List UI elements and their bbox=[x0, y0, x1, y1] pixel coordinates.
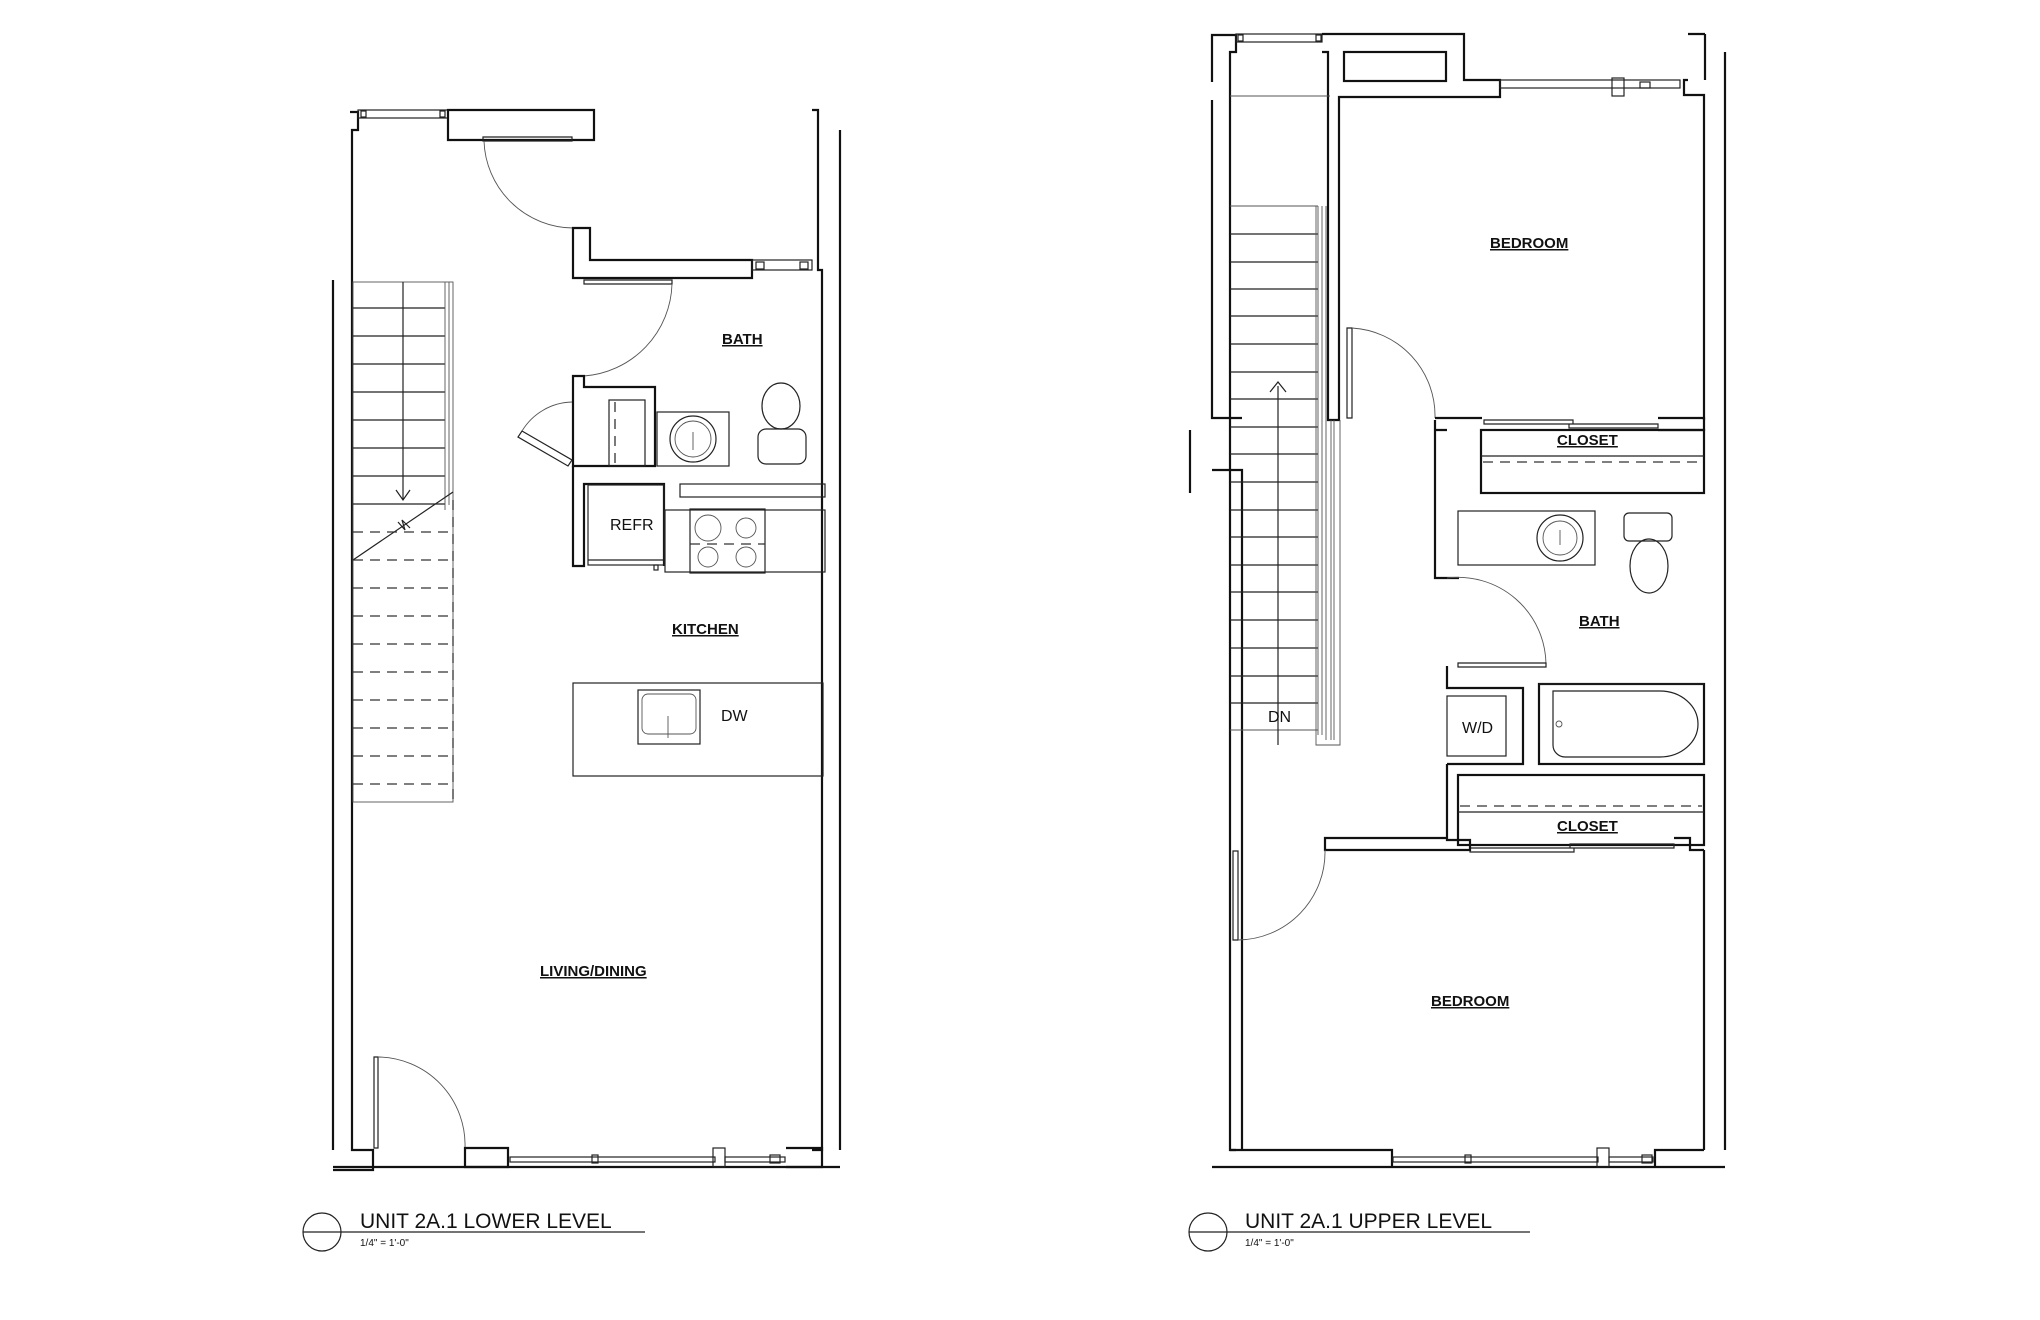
upper-cabinet bbox=[679, 483, 826, 498]
stair-lower bbox=[352, 281, 454, 803]
room-label-closet-bottom: CLOSET bbox=[1557, 818, 1618, 835]
window-top-left bbox=[357, 109, 449, 119]
bedroom-top-door-swing bbox=[1351, 327, 1436, 419]
kitchen-island: DW bbox=[572, 682, 824, 777]
wd-label: W/D bbox=[1462, 720, 1493, 737]
bedroom-bottom-north-wall bbox=[1323, 764, 1472, 852]
room-label-bath: BATH bbox=[722, 331, 763, 348]
bedroom-bottom-door-swing bbox=[1237, 849, 1326, 941]
top-wall-block bbox=[446, 108, 596, 142]
room-label-closet-top: CLOSET bbox=[1557, 432, 1618, 449]
upper-level-plan: W/D DN bbox=[1188, 32, 1727, 1252]
hvac-chase bbox=[1342, 50, 1448, 83]
lower-title-block: UNIT 2A.1 LOWER LEVEL 1/4" = 1'-0" bbox=[302, 1210, 645, 1252]
lower-level-scale: 1/4" = 1'-0" bbox=[360, 1238, 409, 1249]
laundry-wall bbox=[1445, 666, 1525, 766]
bath-upper-door-swing bbox=[1446, 576, 1547, 665]
bath-vanity bbox=[656, 411, 730, 467]
upper-right-wall bbox=[1682, 78, 1706, 420]
closet-top-sliding-doors bbox=[1483, 419, 1659, 429]
window-bedroom-top bbox=[1499, 77, 1681, 97]
refr-label: REFR bbox=[610, 517, 654, 534]
upper-left-outer-wall bbox=[1210, 100, 1244, 1150]
bath-north-wall bbox=[571, 226, 754, 280]
kitchen-west-wall bbox=[571, 466, 666, 568]
room-label-bedroom-bottom: BEDROOM bbox=[1431, 993, 1509, 1010]
bath-upper-door-leaf bbox=[1457, 662, 1547, 668]
toilet-lower bbox=[757, 382, 807, 465]
bedroom-bottom-door-leaf bbox=[1232, 850, 1239, 941]
washer-dryer: W/D bbox=[1446, 695, 1507, 757]
entry-door-leaf bbox=[373, 1056, 379, 1149]
sliding-door-upper bbox=[1392, 1147, 1654, 1168]
lower-level-plan: REFR DW bbox=[302, 108, 842, 1252]
lower-level-title: UNIT 2A.1 LOWER LEVEL bbox=[360, 1210, 612, 1233]
closet-door-leaf bbox=[517, 430, 573, 467]
door-swing-top bbox=[483, 140, 574, 229]
toilet-upper bbox=[1623, 512, 1673, 594]
closet-top bbox=[1479, 428, 1706, 495]
dw-label: DW bbox=[721, 708, 749, 725]
upper-title-block: UNIT 2A.1 UPPER LEVEL 1/4" = 1'-0" bbox=[1188, 1210, 1530, 1252]
upper-top-wall bbox=[1322, 32, 1502, 422]
range-counter bbox=[664, 508, 826, 574]
upper-bottom-wall bbox=[1230, 1148, 1704, 1167]
bathtub bbox=[1537, 682, 1706, 766]
bottom-wall-left bbox=[463, 1146, 510, 1169]
room-label-bath-upper: BATH bbox=[1579, 613, 1620, 630]
bedroom-bottom-ne-wall bbox=[1674, 836, 1704, 852]
refrigerator: REFR bbox=[587, 484, 665, 571]
upper-right-outer-wall bbox=[1688, 32, 1727, 1150]
bath-door-leaf bbox=[583, 279, 673, 285]
bath-west-wall bbox=[571, 374, 657, 468]
door-leaf-top bbox=[482, 136, 573, 142]
window-bath bbox=[751, 259, 813, 271]
room-label-bedroom-top: BEDROOM bbox=[1490, 235, 1568, 252]
closet-door-swing bbox=[521, 401, 573, 432]
bath-upper-vanity bbox=[1457, 510, 1596, 566]
window-stair bbox=[1235, 33, 1323, 43]
right-exterior-wall bbox=[812, 108, 824, 1152]
closet-bottom bbox=[1456, 773, 1706, 847]
room-label-kitchen: KITCHEN bbox=[672, 621, 739, 638]
bath-door-swing bbox=[583, 283, 673, 377]
upper-level-scale: 1/4" = 1'-0" bbox=[1245, 1238, 1294, 1249]
sliding-door-lower bbox=[509, 1147, 786, 1168]
bedroom-top-door-leaf bbox=[1346, 327, 1353, 419]
stair-upper: DN bbox=[1230, 95, 1341, 746]
linen-closet bbox=[608, 399, 646, 467]
stair-dn-label: DN bbox=[1268, 709, 1291, 726]
upper-level-title: UNIT 2A.1 UPPER LEVEL bbox=[1245, 1210, 1492, 1233]
bath-upper-west-wall bbox=[1433, 420, 1459, 580]
room-label-living-dining: LIVING/DINING bbox=[540, 963, 647, 980]
entry-door-swing bbox=[377, 1056, 466, 1149]
